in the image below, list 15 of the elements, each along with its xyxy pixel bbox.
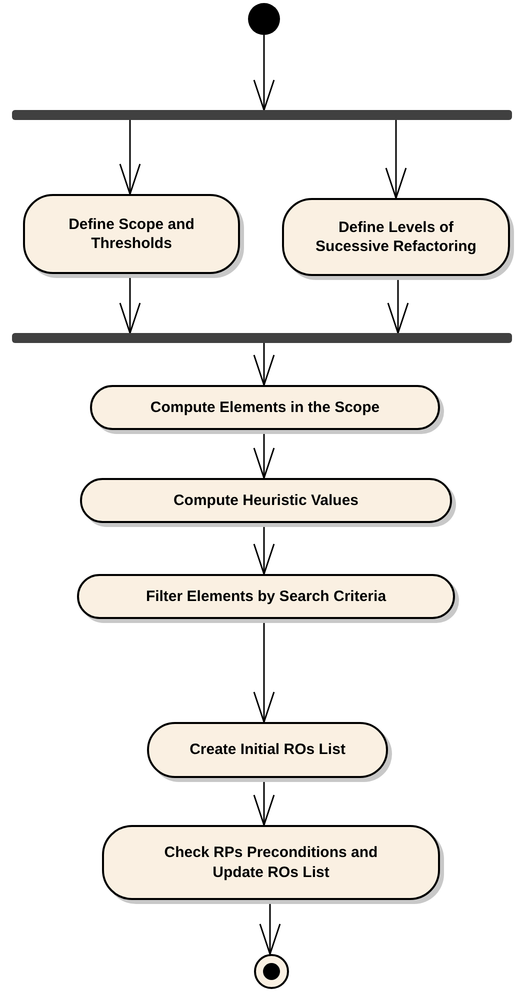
arrow — [385, 120, 407, 199]
activity-label: Check RPs Preconditions and Update ROs List — [163, 843, 379, 882]
activity-label: Filter Elements by Search Criteria — [146, 586, 386, 606]
arrow — [119, 120, 141, 195]
fork-bar — [12, 110, 512, 120]
activity-label: Define Scope and Thresholds — [68, 214, 196, 254]
arrow — [253, 35, 275, 111]
arrow — [253, 343, 275, 386]
activity-label: Create Initial ROs List — [190, 740, 346, 760]
initial-node — [248, 3, 280, 35]
fork-bar — [12, 333, 512, 343]
activity-label: Compute Heuristic Values — [173, 490, 359, 510]
final-node — [254, 954, 289, 989]
activity-label: Define Levels of Sucessive Refactoring — [314, 218, 478, 256]
activity-label: Compute Elements in the Scope — [150, 398, 380, 418]
